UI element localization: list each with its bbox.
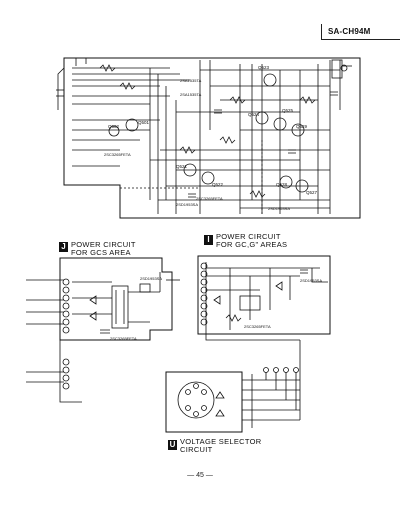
svg-text:2SD1953SA: 2SD1953SA: [300, 278, 322, 283]
svg-text:Q522: Q522: [212, 182, 224, 187]
section-j-badge: J: [59, 242, 68, 252]
svg-text:Q502: Q502: [108, 124, 120, 129]
svg-text:2SD1953SA: 2SD1953SA: [140, 276, 162, 281]
svg-text:Q529: Q529: [296, 124, 308, 129]
svg-text:Q525: Q525: [282, 108, 294, 113]
section-i-badge: I: [204, 235, 213, 245]
section-j-subtitle: FOR GCS AREA: [71, 248, 131, 257]
svg-text:2SC3265FETA: 2SC3265FETA: [104, 152, 131, 157]
section-i-subtitle: FOR GC,G" AREAS: [216, 240, 288, 249]
svg-text:2SA1535TA: 2SA1535TA: [180, 92, 202, 97]
section-i-title: POWER CIRCUIT: [216, 232, 281, 241]
section-u-badge: U: [168, 440, 177, 450]
svg-text:Q523: Q523: [258, 65, 270, 70]
power-circuit-gc: 2SD1953SA 2SC3265FETA: [197, 255, 331, 341]
section-j-title: POWER CIRCUIT: [71, 240, 136, 249]
svg-text:2SA1535TA: 2SA1535TA: [180, 78, 202, 83]
power-circuit-gcs: 2SD1953SA 2SC3265FETA: [26, 257, 180, 403]
svg-text:2SD1953SA: 2SD1953SA: [176, 202, 198, 207]
svg-text:Q501: Q501: [138, 120, 150, 125]
section-u-title: VOLTAGE SELECTOR: [180, 437, 262, 446]
model-number-label: SA-CH94M: [321, 24, 400, 40]
svg-text:2SC3265FETA: 2SC3265FETA: [196, 196, 223, 201]
svg-text:Q524: Q524: [248, 112, 260, 117]
page-number: — 45 —: [187, 472, 213, 479]
svg-text:Q521: Q521: [176, 164, 188, 169]
svg-text:2SC3265FETA: 2SC3265FETA: [244, 324, 271, 329]
svg-text:Q528: Q528: [276, 182, 288, 187]
section-u-subtitle: CIRCUIT: [180, 445, 213, 454]
svg-text:2SD1953SA: 2SD1953SA: [268, 206, 290, 211]
svg-text:Q527: Q527: [306, 190, 318, 195]
svg-text:2SC3265FETA: 2SC3265FETA: [110, 336, 137, 341]
voltage-selector-circuit: [165, 340, 301, 433]
top-circuit: Q523 Q502 Q501 Q524 Q525 Q529 Q521 Q522 …: [56, 57, 361, 219]
